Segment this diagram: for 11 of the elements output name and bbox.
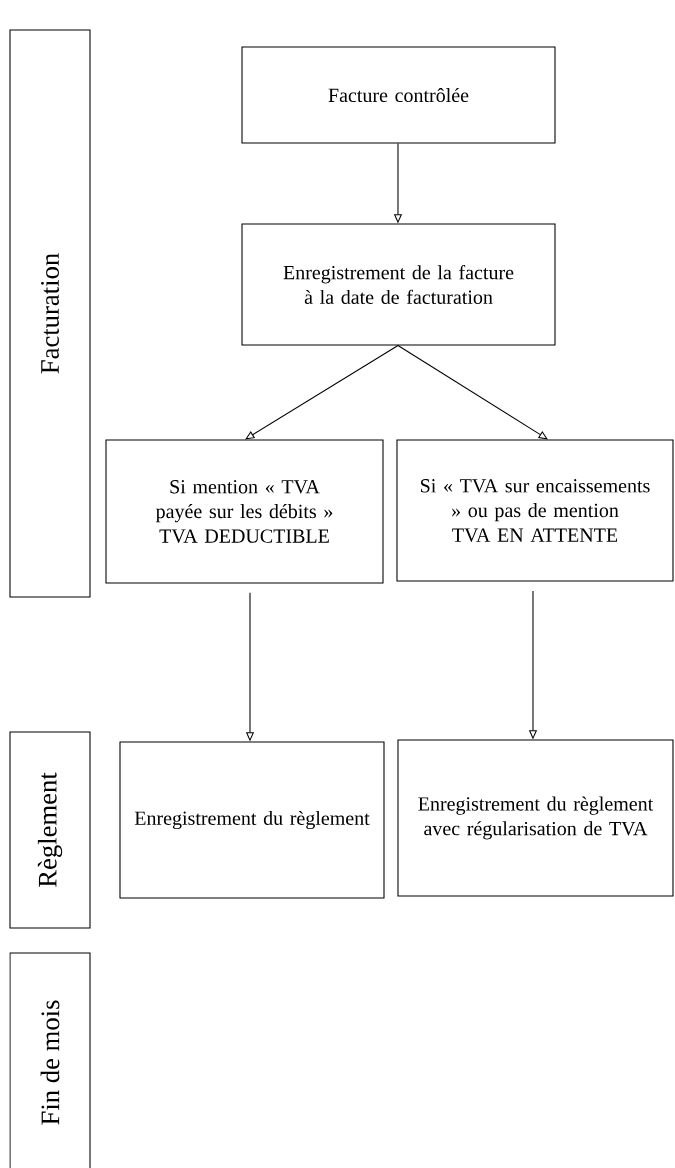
process-box: Facture contrôlée: [241, 46, 556, 144]
lane-label-box: Règlement: [9, 731, 91, 929]
process-box: Enregistrement du règlement avec régularisation de TVA: [397, 739, 674, 897]
process-box: Si mention « TVA payée sur les débits » TVA DEDUCTIBLE: [105, 439, 384, 584]
lane-label-box: Fin de mois: [9, 952, 91, 1168]
process-box: Si « TVA sur encaissements » ou pas de mention TVA EN ATTENTE: [396, 439, 674, 582]
arrow: [245, 345, 399, 440]
process-box: Enregistrement du règlement: [119, 741, 385, 899]
lane-label-box: Facturation: [9, 29, 91, 598]
process-box: Enregistrement de la facture à la date de facturation: [241, 223, 556, 346]
arrow: [397, 345, 548, 440]
